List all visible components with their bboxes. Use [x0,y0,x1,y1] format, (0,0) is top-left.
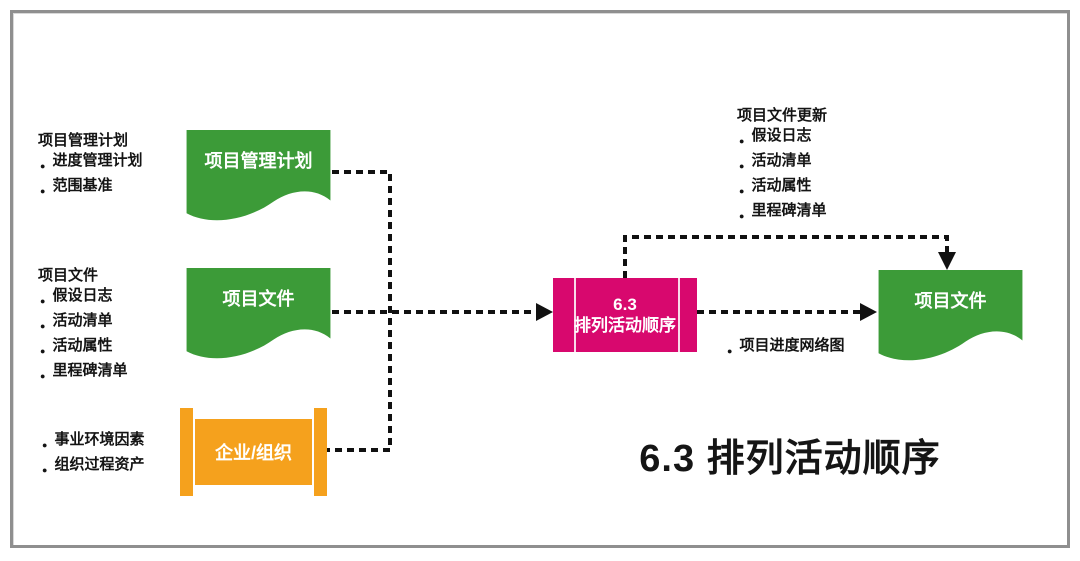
shape-label: 项目文件 [222,289,295,309]
note-item: 活动清单 [38,311,127,336]
note-item: 范围基准 [38,176,142,201]
document-shape-project-management-plan: 项目管理计划 [185,130,332,222]
process-box-divider-right [678,278,680,352]
note-item: 活动属性 [38,336,127,361]
process-box-sequence-activities: 6.3 排列活动顺序 [553,278,697,352]
note-title: 项目文件更新 [737,107,828,124]
enterprise-organization-shape: 企业/组织 [180,408,327,496]
diagram-frame-border [10,10,1070,548]
shape-label: 项目文件 [914,291,987,311]
input-note-enterprise-factors: 事业环境因素 组织过程资产 [40,430,144,480]
note-title: 项目管理计划 [38,132,129,149]
document-shape-output-project-documents: 项目文件 [877,270,1024,362]
wavy-document-icon [186,130,331,221]
note-item: 组织过程资产 [40,455,144,480]
process-box-divider-left [574,278,576,352]
note-item: 项目进度网络图 [725,336,844,361]
note-item: 里程碑清单 [38,361,127,386]
note-item: 活动清单 [737,151,827,176]
wavy-document-icon [186,268,331,359]
note-item: 进度管理计划 [38,151,142,176]
wavy-document-icon [878,270,1023,361]
output-note-project-document-updates: 项目文件更新 假设日志 活动清单 活动属性 里程碑清单 [737,106,827,226]
axle-bar-left [180,408,193,496]
axle-bar-right [314,408,327,496]
input-note-project-documents: 项目文件 假设日志 活动清单 活动属性 里程碑清单 [38,266,127,386]
note-list: 进度管理计划 范围基准 [38,151,142,201]
input-note-project-management-plan: 项目管理计划 进度管理计划 范围基准 [38,131,142,201]
process-name: 排列活动顺序 [574,316,676,335]
document-shape-project-documents: 项目文件 [185,268,332,360]
note-item: 假设日志 [38,286,127,311]
note-title: 项目文件 [38,267,99,284]
diagram-caption: 6.3 排列活动顺序 [639,438,941,480]
note-item: 里程碑清单 [737,201,827,226]
process-number: 6.3 [613,295,637,314]
note-item: 事业环境因素 [40,430,144,455]
note-item: 假设日志 [737,126,827,151]
shape-label: 企业/组织 [195,419,312,485]
note-item: 活动属性 [737,176,827,201]
note-list: 假设日志 活动清单 活动属性 里程碑清单 [737,126,827,226]
note-list: 事业环境因素 组织过程资产 [40,430,144,480]
note-list: 假设日志 活动清单 活动属性 里程碑清单 [38,286,127,386]
output-note-schedule-network-diagram: 项目进度网络图 [725,336,844,361]
note-list: 项目进度网络图 [725,336,844,361]
shape-label: 项目管理计划 [204,151,313,171]
